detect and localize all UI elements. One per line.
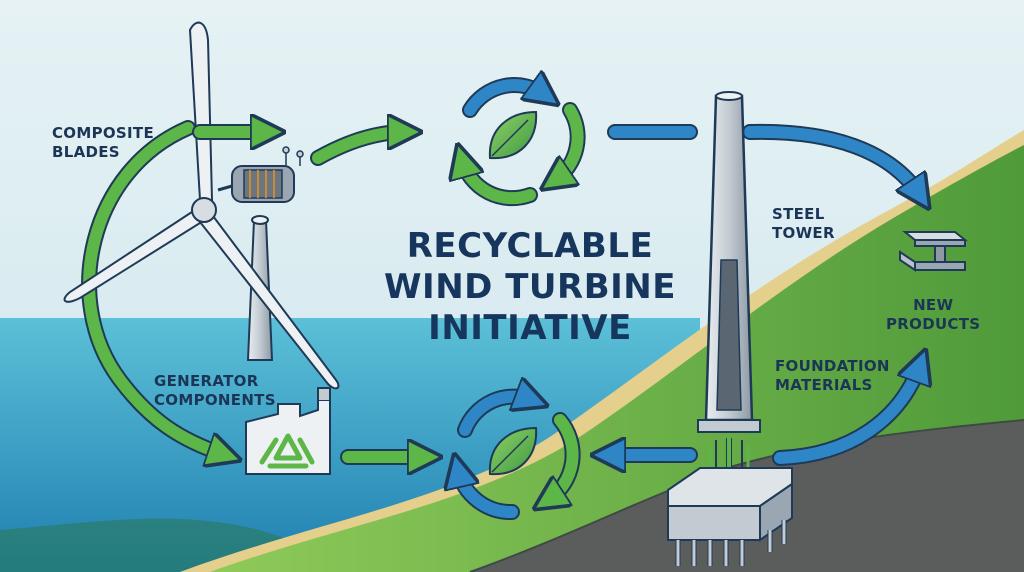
label-composite-blades: COMPOSITE BLADES (52, 124, 154, 162)
diagram-title: RECYCLABLE WIND TURBINE INITIATIVE (330, 226, 730, 349)
label-foundation-materials: FOUNDATION MATERIALS (775, 357, 890, 395)
label-steel-tower: STEEL TOWER (772, 205, 835, 243)
title-line-2: WIND TURBINE (330, 267, 730, 308)
label-generator-components: GENERATOR COMPONENTS (154, 372, 276, 410)
title-line-3: INITIATIVE (330, 308, 730, 349)
title-line-1: RECYCLABLE (330, 226, 730, 267)
label-new-products: NEW PRODUCTS (886, 296, 980, 334)
